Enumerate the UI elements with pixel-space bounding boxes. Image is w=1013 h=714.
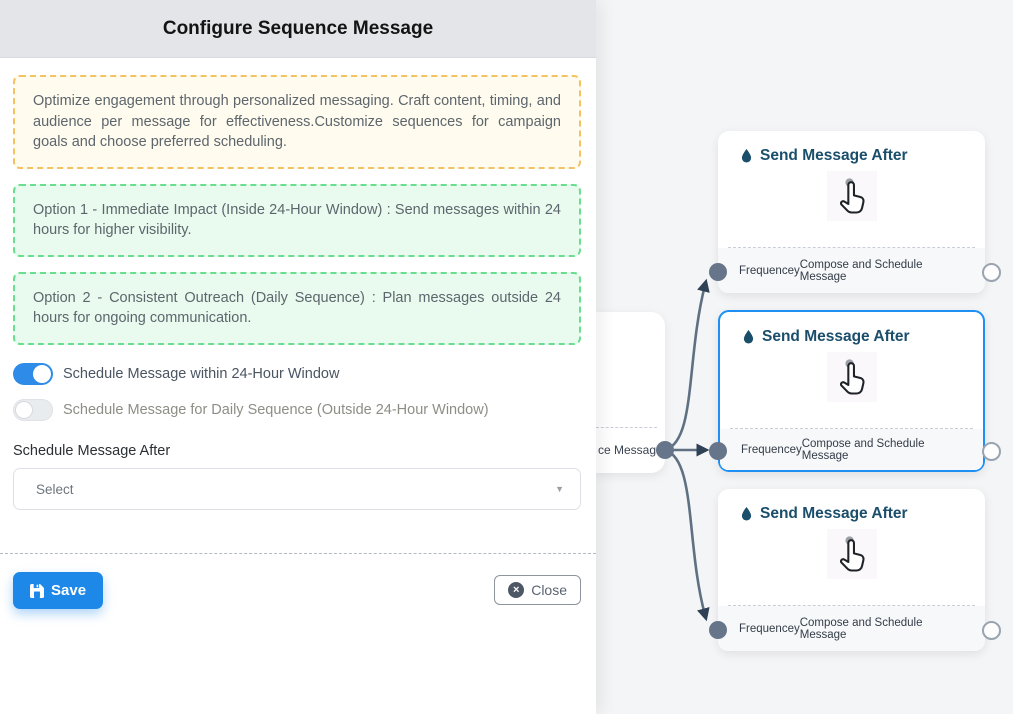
node-footer-divider [730,428,973,429]
node-footer-compose-label: Compose and Schedule Message [799,258,923,283]
tap-hand-icon [826,171,877,221]
node2-input-handle[interactable] [709,442,727,460]
node-footer-divider [728,247,975,248]
node2-output-handle[interactable] [982,442,1001,461]
node3-input-handle[interactable] [709,621,727,639]
schedule-after-label: Schedule Message After [13,443,171,460]
modal-footer: Save × Close [0,553,596,714]
node-footer-compose-label: Compose and Schedule Message [801,437,925,462]
node-card-send-message-after-3[interactable]: Send Message After Frequencey Compose an… [718,489,985,651]
close-button[interactable]: × Close [494,575,581,605]
node-footer-frequency-label: Frequencey [741,443,802,456]
close-circle-icon: × [508,582,525,598]
caret-down-icon: ▼ [555,484,564,495]
droplet-icon [741,506,752,520]
droplet-icon [743,329,754,343]
source-node-divider [596,427,657,428]
option2-box: Option 2 - Consistent Outreach (Daily Se… [13,271,581,346]
node3-output-handle[interactable] [982,621,1001,640]
node-footer-divider [728,605,975,606]
info-message-box: Optimize engagement through personalized… [13,75,581,169]
node-header: Send Message After [720,312,983,346]
save-icon [30,583,44,598]
toggle-daily-sequence-label: Schedule Message for Daily Sequence (Out… [63,402,489,419]
modal-title: Configure Sequence Message [0,0,596,58]
node1-output-handle[interactable] [982,263,1001,282]
tap-hand-icon [826,352,877,402]
toggle-knob [33,365,51,384]
configure-sequence-modal: Configure Sequence Message Optimize enga… [0,0,596,714]
source-node-card[interactable]: ce Message [596,312,665,473]
schedule-after-select[interactable]: Select ▼ [13,468,581,511]
select-value: Select [36,481,74,497]
source-node-label: ce Message [598,443,663,457]
node-card-send-message-after-2[interactable]: Send Message After Frequencey Compose an… [718,310,985,472]
node1-input-handle[interactable] [709,263,727,281]
node-card-send-message-after-1[interactable]: Send Message After Frequencey Compose an… [718,131,985,293]
node-footer-frequency-label: Frequencey [739,264,800,277]
node-header: Send Message After [718,489,985,523]
node-title: Send Message After [762,328,910,345]
node-footer-frequency-label: Frequencey [739,622,800,635]
toggle-daily-sequence[interactable] [13,399,53,422]
node-title: Send Message After [760,505,908,522]
close-button-label: Close [531,582,567,598]
toggle-within-24h[interactable] [13,363,53,386]
save-button[interactable]: Save [13,572,104,609]
source-output-handle[interactable] [656,441,674,459]
flow-canvas[interactable]: ce Message Send Message After Frequencey… [596,0,1013,714]
tap-hand-icon [826,529,877,579]
toggle-knob [15,401,33,420]
node-title: Send Message After [760,147,908,164]
option1-box: Option 1 - Immediate Impact (Inside 24-H… [13,183,581,257]
toggle-within-24h-label: Schedule Message within 24-Hour Window [63,366,340,383]
node-header: Send Message After [718,131,985,165]
droplet-icon [741,148,752,162]
node-footer-compose-label: Compose and Schedule Message [799,616,923,641]
save-button-label: Save [51,582,87,599]
